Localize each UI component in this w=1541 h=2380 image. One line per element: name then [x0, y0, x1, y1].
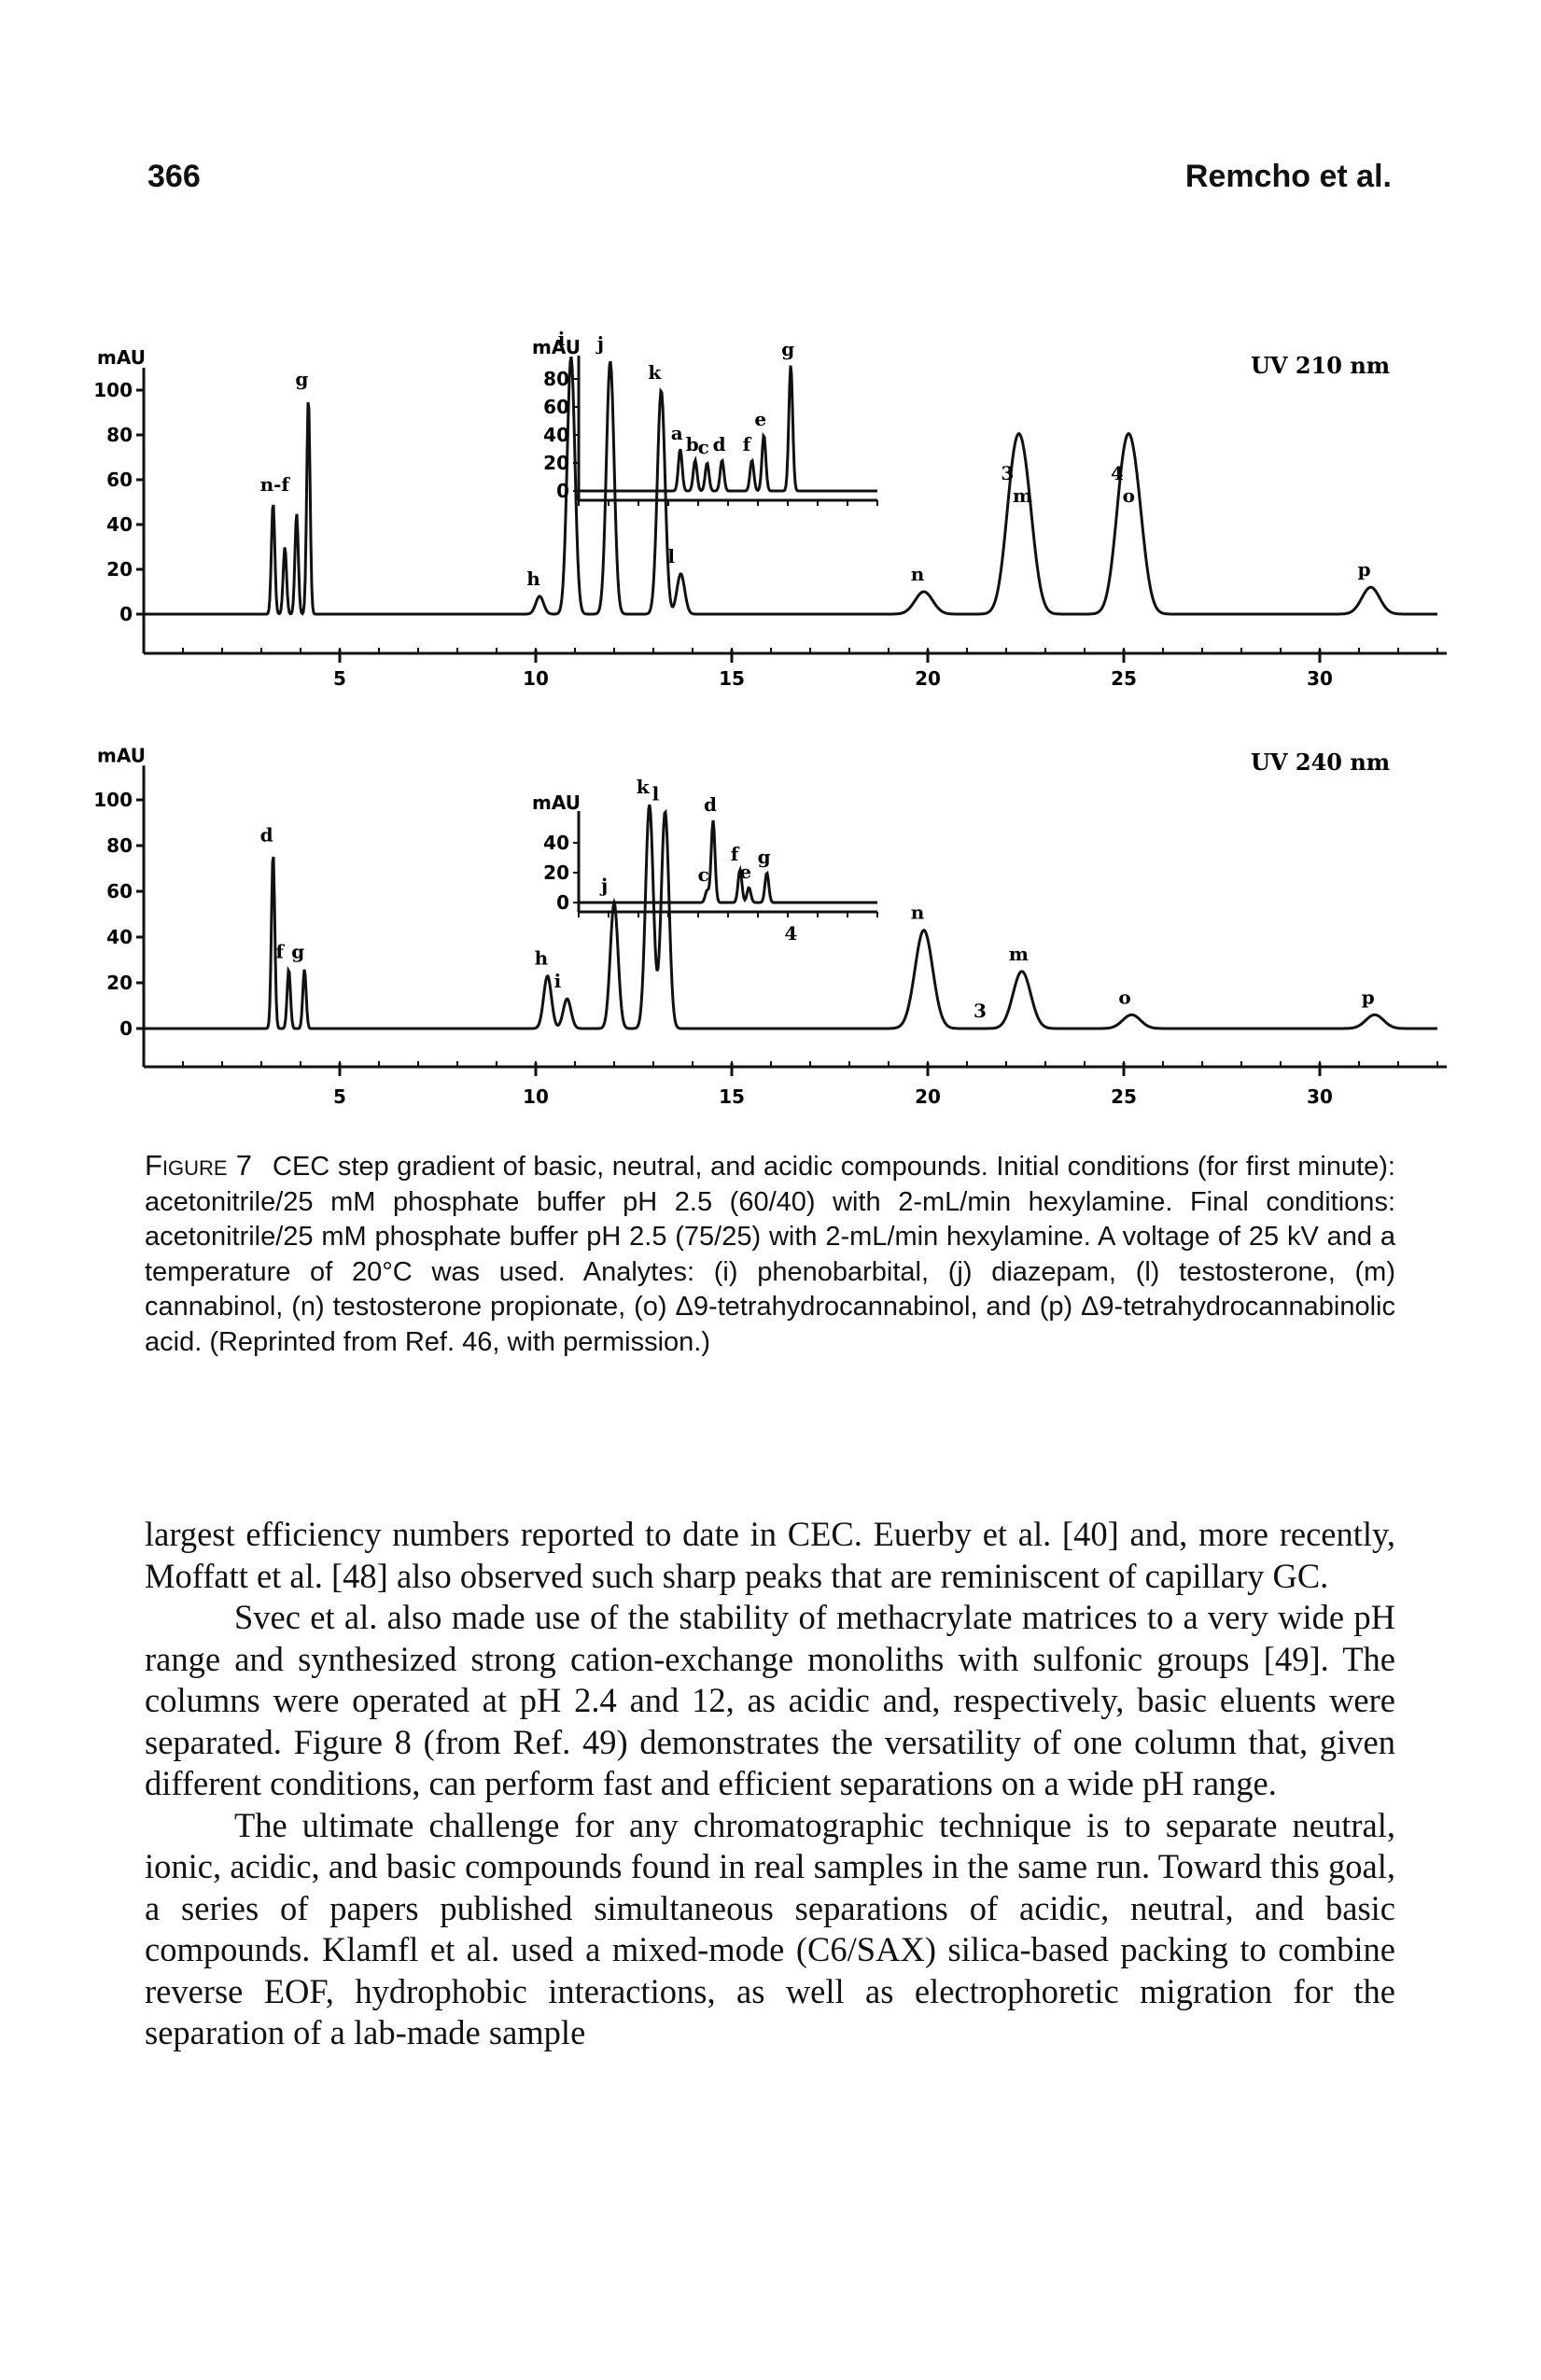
inset-y-tick-label: 40 — [543, 832, 569, 854]
peak-label-k: k — [648, 361, 662, 384]
x-tick-label: 10 — [523, 667, 549, 690]
inset-y-tick-label: 20 — [543, 452, 569, 474]
x-tick-label: 25 — [1111, 667, 1137, 690]
wavelength-annotation: UV 210 nm — [1251, 352, 1390, 379]
inset-y-tick-label: 20 — [543, 861, 569, 884]
peak-label-m: m — [1013, 484, 1032, 507]
inset-trace — [579, 819, 877, 904]
paragraph-2: Svec et al. also made use of the stabili… — [145, 1598, 1395, 1802]
inset-peak-label-b: b — [686, 433, 699, 455]
page-number: 366 — [147, 159, 201, 194]
paragraph-1: largest efficiency numbers reported to d… — [145, 1515, 1395, 1595]
inset-y-axis-label: mAU — [532, 791, 581, 814]
peak-label-h: h — [526, 567, 540, 590]
y-tick-label: 80 — [106, 834, 133, 857]
inset-peak-label-d: d — [704, 793, 717, 816]
x-tick-label: 15 — [719, 1085, 745, 1108]
y-tick-label: 0 — [119, 1017, 133, 1040]
y-tick-label: 40 — [106, 513, 133, 536]
inset-peak-label-c: c — [698, 863, 709, 886]
x-tick-label: 20 — [915, 1085, 941, 1108]
x-tick-label: 15 — [719, 667, 745, 690]
inset-peak-label-e: e — [754, 408, 766, 430]
figure-label: Figure 7 — [145, 1149, 252, 1182]
x-tick-label: 25 — [1111, 1085, 1137, 1108]
peak-label-3: 3 — [1001, 462, 1014, 484]
peak-label-h: h — [535, 947, 549, 970]
peak-label-4: 4 — [1111, 462, 1124, 484]
inset-peak-label-4: 4 — [784, 922, 797, 945]
y-tick-label: 60 — [106, 469, 133, 491]
y-tick-label: 40 — [106, 926, 133, 948]
wavelength-annotation: UV 240 nm — [1251, 749, 1390, 776]
inset-y-tick-label: 40 — [543, 424, 569, 446]
inset-peak-label-c: c — [698, 436, 709, 458]
peak-label-m: m — [1009, 943, 1029, 965]
inset-peak-label-g: g — [758, 846, 771, 868]
x-tick-label: 20 — [915, 667, 941, 690]
peak-label-3: 3 — [974, 1000, 987, 1022]
body-text: largest efficiency numbers reported to d… — [145, 1514, 1395, 2054]
peak-label-i: i — [558, 328, 566, 350]
y-tick-label: 20 — [106, 558, 133, 581]
chromatogram-trace — [144, 356, 1437, 616]
peak-label-g: g — [295, 368, 308, 390]
inset-y-tick-label: 60 — [543, 396, 569, 418]
y-axis-label: mAU — [97, 744, 146, 766]
peak-label-l: l — [652, 782, 660, 805]
running-head: Remcho et al. — [1184, 159, 1392, 194]
x-tick-label: 5 — [333, 667, 346, 690]
chromatogram-trace — [144, 804, 1437, 1030]
y-tick-label: 100 — [93, 379, 133, 401]
inset-peak-label-e: e — [739, 861, 751, 883]
y-tick-label: 100 — [93, 789, 133, 811]
peak-label-n: n — [911, 902, 925, 924]
paragraph-3: The ultimate challenge for any chromatog… — [145, 1805, 1395, 2052]
y-tick-label: 80 — [106, 424, 133, 446]
inset-trace — [579, 365, 877, 493]
peak-label-p: p — [1358, 558, 1371, 581]
x-tick-label: 5 — [333, 1085, 346, 1108]
inset-y-axis-label: mAU — [532, 336, 581, 358]
peak-label-d: d — [260, 823, 273, 846]
peak-label-j: j — [599, 874, 608, 896]
x-tick-label: 30 — [1307, 667, 1333, 690]
peak-label-n: n — [911, 563, 925, 585]
peak-label-l: l — [667, 545, 675, 567]
x-tick-label: 30 — [1307, 1085, 1333, 1108]
peak-label-o: o — [1118, 986, 1130, 1008]
y-tick-label: 20 — [106, 972, 133, 994]
y-tick-label: 60 — [106, 880, 133, 903]
inset-peak-label-g: g — [781, 338, 794, 360]
inset-peak-label-f: f — [731, 843, 740, 865]
inset-y-tick-label: 80 — [543, 368, 569, 390]
peak-label-o: o — [1123, 484, 1135, 507]
peak-label-n-f: n-f — [260, 473, 291, 496]
peak-label-g: g — [291, 940, 304, 962]
y-axis-label: mAU — [97, 346, 146, 369]
caption-text: CEC step gradient of basic, neutral, and… — [145, 1152, 1395, 1357]
y-tick-label: 0 — [119, 603, 133, 625]
inset-peak-label-d: d — [713, 433, 726, 455]
inset-peak-label-f: f — [743, 433, 752, 455]
peak-label-j: j — [595, 332, 604, 355]
peak-label-k: k — [637, 776, 651, 798]
inset-y-tick-label: 0 — [556, 891, 569, 914]
inset-peak-label-a: a — [671, 422, 683, 444]
peak-label-p: p — [1362, 986, 1375, 1008]
x-tick-label: 10 — [523, 1085, 549, 1108]
peak-label-f: f — [275, 940, 285, 962]
inset-y-tick-label: 0 — [556, 480, 569, 502]
peak-label-i: i — [554, 970, 562, 992]
